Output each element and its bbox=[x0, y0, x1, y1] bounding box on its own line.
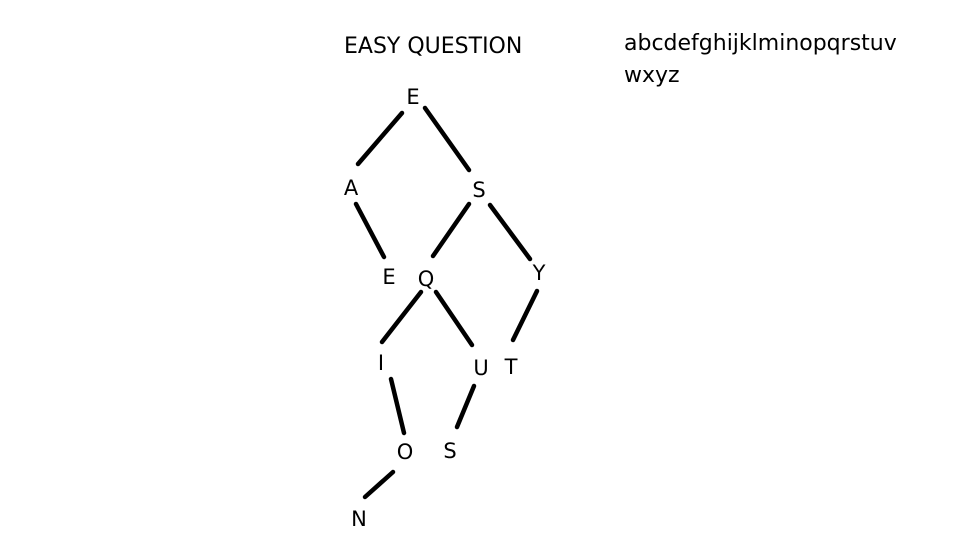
tree-edges bbox=[353, 105, 540, 500]
tree-edge-n1-n3 bbox=[422, 105, 472, 173]
tree-node-n5: Q bbox=[418, 267, 435, 291]
tree-node-n11: S bbox=[443, 439, 456, 463]
tree-edge-n3-n6 bbox=[487, 202, 533, 262]
tree-edge-n6-n9 bbox=[510, 288, 540, 343]
tree-node-n12: N bbox=[351, 507, 367, 531]
alphabet-line-1: abcdefghijklminopqrstuv bbox=[624, 31, 897, 56]
tree-node-n1: E bbox=[406, 85, 419, 109]
tree-edge-n2-n4 bbox=[353, 201, 387, 260]
tree-edge-n7-n10 bbox=[388, 376, 407, 436]
tree-edge-n5-n7 bbox=[379, 289, 424, 345]
diagram-title: EASY QUESTION bbox=[344, 34, 523, 59]
tree-node-n4: E bbox=[382, 265, 395, 289]
tree-edge-n3-n5 bbox=[430, 201, 472, 259]
tree-node-n2: A bbox=[344, 176, 359, 200]
tree-node-n9: T bbox=[504, 355, 518, 379]
tree-node-n7: I bbox=[378, 351, 384, 375]
tree-node-n6: Y bbox=[532, 261, 546, 285]
tree-edge-n8-n11 bbox=[454, 383, 477, 430]
tree-node-n8: U bbox=[473, 356, 488, 380]
tree-edge-n5-n8 bbox=[433, 289, 475, 348]
tree-node-n10: O bbox=[397, 440, 414, 464]
tree-edge-n1-n2 bbox=[355, 110, 405, 167]
alphabet-text: abcdefghijklminopqrstuv wxyz bbox=[624, 28, 914, 92]
tree-node-n3: S bbox=[472, 178, 485, 202]
tree-edge-n10-n12 bbox=[362, 469, 396, 500]
alphabet-line-2: wxyz bbox=[624, 63, 680, 88]
